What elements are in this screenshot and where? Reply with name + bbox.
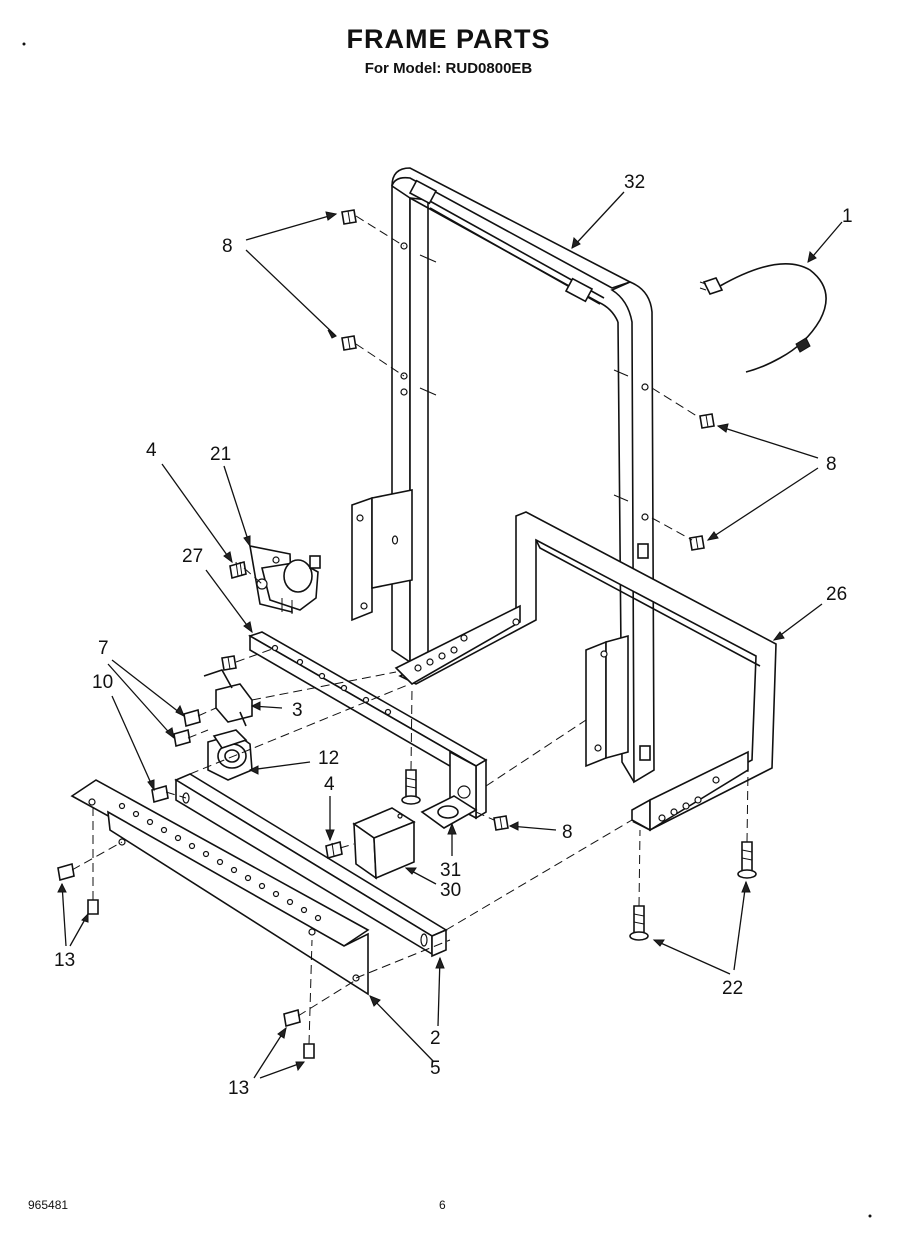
front-panel-part-5 (70, 779, 370, 996)
callout-21: 21 (210, 444, 231, 465)
screw-bracket-27 (401, 769, 421, 805)
callout-22: 22 (722, 978, 743, 999)
callout-5: 5 (430, 1058, 441, 1079)
base-frame-part-26 (394, 511, 777, 832)
solenoid-part-12 (207, 729, 253, 781)
hinge-bracket-left (351, 489, 413, 622)
document-number: 965481 (28, 1198, 69, 1212)
door-frame-part-32 (391, 167, 655, 784)
leveling-legs-part-22 (629, 841, 757, 941)
power-cord-part-1 (699, 263, 827, 373)
callout-2: 2 (430, 1028, 441, 1049)
plate-part-31 (420, 795, 478, 829)
valve-assembly-part-21 (249, 544, 321, 614)
box-part-30 (352, 807, 416, 880)
screw-part-4-upper (229, 560, 247, 580)
callout-4-upper: 4 (146, 440, 157, 461)
callout-27: 27 (182, 546, 203, 567)
screws-part-7 (173, 708, 201, 748)
bracket-part-27 (248, 631, 488, 820)
callout-26: 26 (826, 584, 847, 605)
hinge-bracket-right (585, 634, 629, 768)
callout-4-lower: 4 (324, 774, 335, 795)
callout-30: 30 (440, 880, 461, 901)
callout-labels: 32 1 8 8 4 21 27 26 7 3 10 12 4 8 31 30 … (54, 172, 853, 1099)
callout-8-right: 8 (826, 454, 837, 475)
callout-8-lower: 8 (562, 822, 573, 843)
callout-32: 32 (624, 172, 645, 193)
callout-7: 7 (98, 638, 109, 659)
screw-part-10 (151, 784, 169, 804)
callout-8-top: 8 (222, 236, 233, 257)
leader-lines (57, 191, 843, 1079)
screws-part-13 (57, 862, 315, 1059)
screw-part-4-lower (325, 840, 343, 860)
callout-13-bottom: 13 (228, 1078, 249, 1099)
assembly-lines (71, 215, 749, 1045)
callout-1: 1 (842, 206, 853, 227)
callout-31: 31 (440, 860, 461, 881)
page-number: 6 (439, 1198, 446, 1212)
corner-speck (22, 42, 26, 46)
callout-10: 10 (92, 672, 113, 693)
model-subtitle: For Model: RUD0800EB (364, 60, 533, 77)
page-title: FRAME PARTS (346, 24, 551, 54)
screws-part-8 (221, 209, 715, 831)
callout-12: 12 (318, 748, 339, 769)
corner-speck (868, 1214, 872, 1218)
switch-part-3 (203, 669, 253, 727)
toe-plate-part-2 (174, 773, 448, 958)
callout-13-left: 13 (54, 950, 75, 971)
callout-3: 3 (292, 700, 303, 721)
